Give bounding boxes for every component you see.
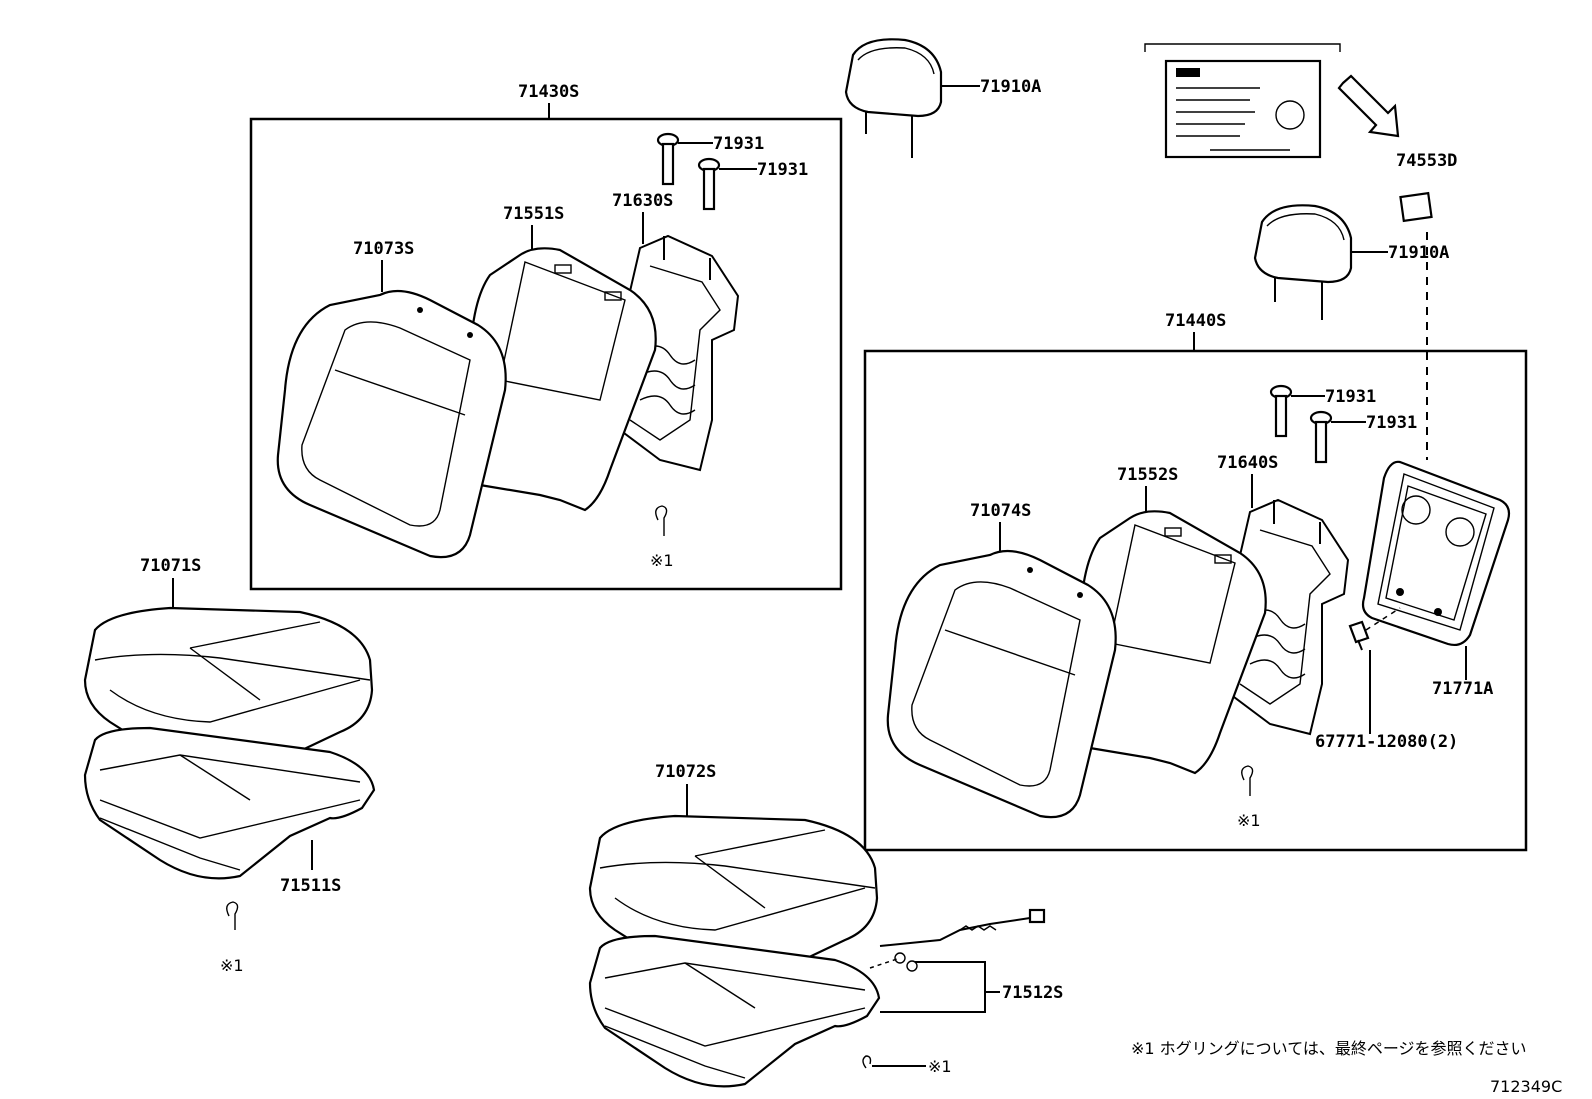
part-label-71910a-2: 71910A bbox=[1388, 243, 1449, 263]
part-label-71074s: 71074S bbox=[970, 501, 1031, 521]
part-label-71072s: 71072S bbox=[655, 762, 716, 782]
hog-ring-icon bbox=[1241, 765, 1254, 796]
warning-label-part bbox=[1144, 43, 1341, 159]
part-label-71931-c: 71931 bbox=[1325, 387, 1376, 407]
headrest-support-part bbox=[1269, 384, 1333, 464]
seatback-assembly-box-71440s bbox=[863, 349, 1528, 852]
seatback-cover-part bbox=[886, 549, 1117, 819]
part-label-71071s: 71071S bbox=[140, 556, 201, 576]
figure-id: 712349C bbox=[1490, 1077, 1562, 1096]
part-label-71551s: 71551S bbox=[503, 204, 564, 224]
part-label-71440s: 71440S bbox=[1165, 311, 1226, 331]
arrow-icon bbox=[1337, 74, 1400, 138]
label-plate-part bbox=[1399, 191, 1433, 223]
reference-mark-1a: ※1 bbox=[650, 551, 674, 570]
part-label-71073s: 71073S bbox=[353, 239, 414, 259]
seat-cable-part bbox=[869, 908, 1046, 972]
hog-ring-icon bbox=[655, 505, 668, 536]
part-label-71630s: 71630S bbox=[612, 191, 673, 211]
reference-mark-1d: ※1 bbox=[928, 1057, 952, 1076]
seatback-assembly-box-71430s bbox=[249, 117, 843, 591]
hog-ring-icon bbox=[226, 901, 239, 930]
part-label-71910a-1: 71910A bbox=[980, 77, 1041, 97]
part-label-71640s: 71640S bbox=[1217, 453, 1278, 473]
part-label-71771a: 71771A bbox=[1432, 679, 1493, 699]
hog-ring-icon bbox=[862, 1055, 872, 1069]
seat-cushion-pad-part bbox=[83, 726, 376, 880]
seat-cushion-pad-part bbox=[588, 934, 881, 1088]
clip-part bbox=[1348, 607, 1401, 651]
part-label-71511s: 71511S bbox=[280, 876, 341, 896]
headrest-part bbox=[1253, 204, 1353, 320]
part-label-74553d: 74553D bbox=[1396, 151, 1457, 171]
part-label-71931-a: 71931 bbox=[713, 134, 764, 154]
reference-mark-1c: ※1 bbox=[220, 956, 244, 975]
footnote-text: ※1 ホグリングについては、最終ページを参照ください bbox=[1131, 1039, 1527, 1058]
part-label-71512s: 71512S bbox=[1002, 983, 1063, 1003]
part-label-71552s: 71552S bbox=[1117, 465, 1178, 485]
seatback-cover-part bbox=[276, 289, 507, 559]
headrest-support-part bbox=[656, 132, 721, 211]
part-label-71430s: 71430S bbox=[518, 82, 579, 102]
seatback-board-part bbox=[1361, 460, 1511, 647]
reference-mark-1b: ※1 bbox=[1237, 811, 1261, 830]
headrest-part bbox=[844, 38, 943, 158]
part-label-71931-d: 71931 bbox=[1366, 413, 1417, 433]
part-label-67771-12080: 67771-12080(2) bbox=[1315, 732, 1458, 752]
part-label-71931-b: 71931 bbox=[757, 160, 808, 180]
